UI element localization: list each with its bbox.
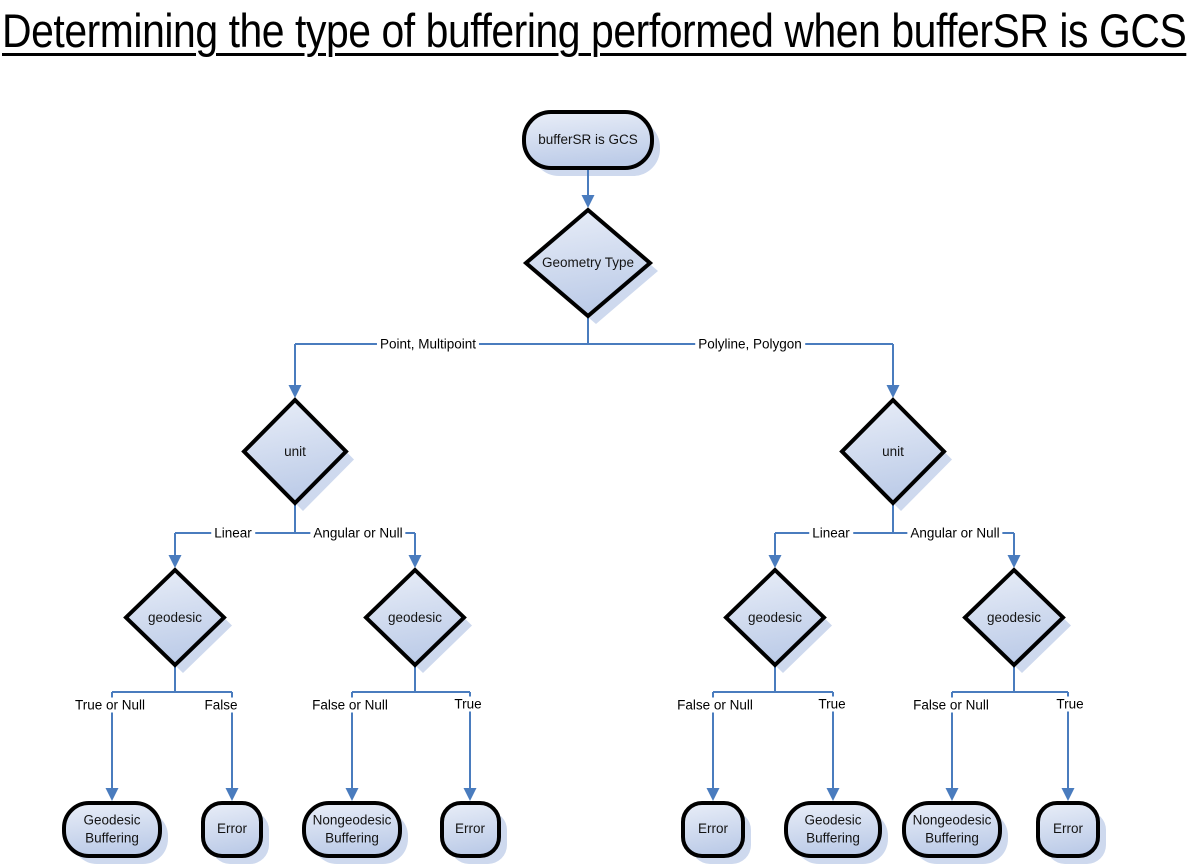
node-result-7-label: Nongeodesic Buffering — [912, 812, 992, 845]
node-result-8-label: Error — [1053, 821, 1083, 837]
node-result-6-label: Geodesic Buffering — [804, 812, 862, 845]
node-geodesic-left-angular-label: geodesic — [387, 610, 443, 626]
page-title: Determining the type of buffering perfor… — [2, 4, 1187, 57]
edge-label-ra-false-or-null: False or Null — [910, 697, 992, 713]
edge-label-left-linear: Linear — [211, 525, 255, 541]
edge-label-ll-false: False — [201, 697, 241, 713]
edge-label-point-multipoint: Point, Multipoint — [376, 336, 480, 352]
edge-label-la-false-or-null: False or Null — [309, 697, 391, 713]
edge-label-polyline-polygon: Polyline, Polygon — [695, 336, 805, 352]
node-result-5-label: Error — [698, 821, 728, 837]
node-start-label: bufferSR is GCS — [538, 132, 638, 148]
edge-label-rl-true: True — [815, 696, 849, 712]
node-shape-layer — [62, 110, 1100, 858]
edge-label-la-true: True — [451, 696, 485, 712]
edge-label-right-linear: Linear — [809, 525, 853, 541]
node-result-2-label: Error — [217, 821, 247, 837]
edge-label-rl-false-or-null: False or Null — [674, 697, 756, 713]
edge-label-right-angular-or-null: Angular or Null — [907, 525, 1003, 541]
edge-label-ll-true-or-null: True or Null — [71, 697, 149, 713]
node-geodesic-right-linear-label: geodesic — [747, 610, 803, 626]
node-geometry-type-label: Geometry Type — [541, 255, 635, 271]
node-unit-left-label: unit — [284, 444, 306, 460]
node-result-4-label: Error — [455, 821, 485, 837]
node-geodesic-left-linear-label: geodesic — [147, 610, 203, 626]
node-unit-right-label: unit — [882, 444, 904, 460]
connector-lines — [111, 168, 1069, 789]
node-result-1-label: Geodesic Buffering — [83, 812, 141, 845]
edge-label-left-angular-or-null: Angular or Null — [310, 525, 406, 541]
node-result-3-label: Nongeodesic Buffering — [312, 812, 392, 845]
node-geodesic-right-angular-label: geodesic — [986, 610, 1042, 626]
edge-label-ra-true: True — [1053, 696, 1087, 712]
